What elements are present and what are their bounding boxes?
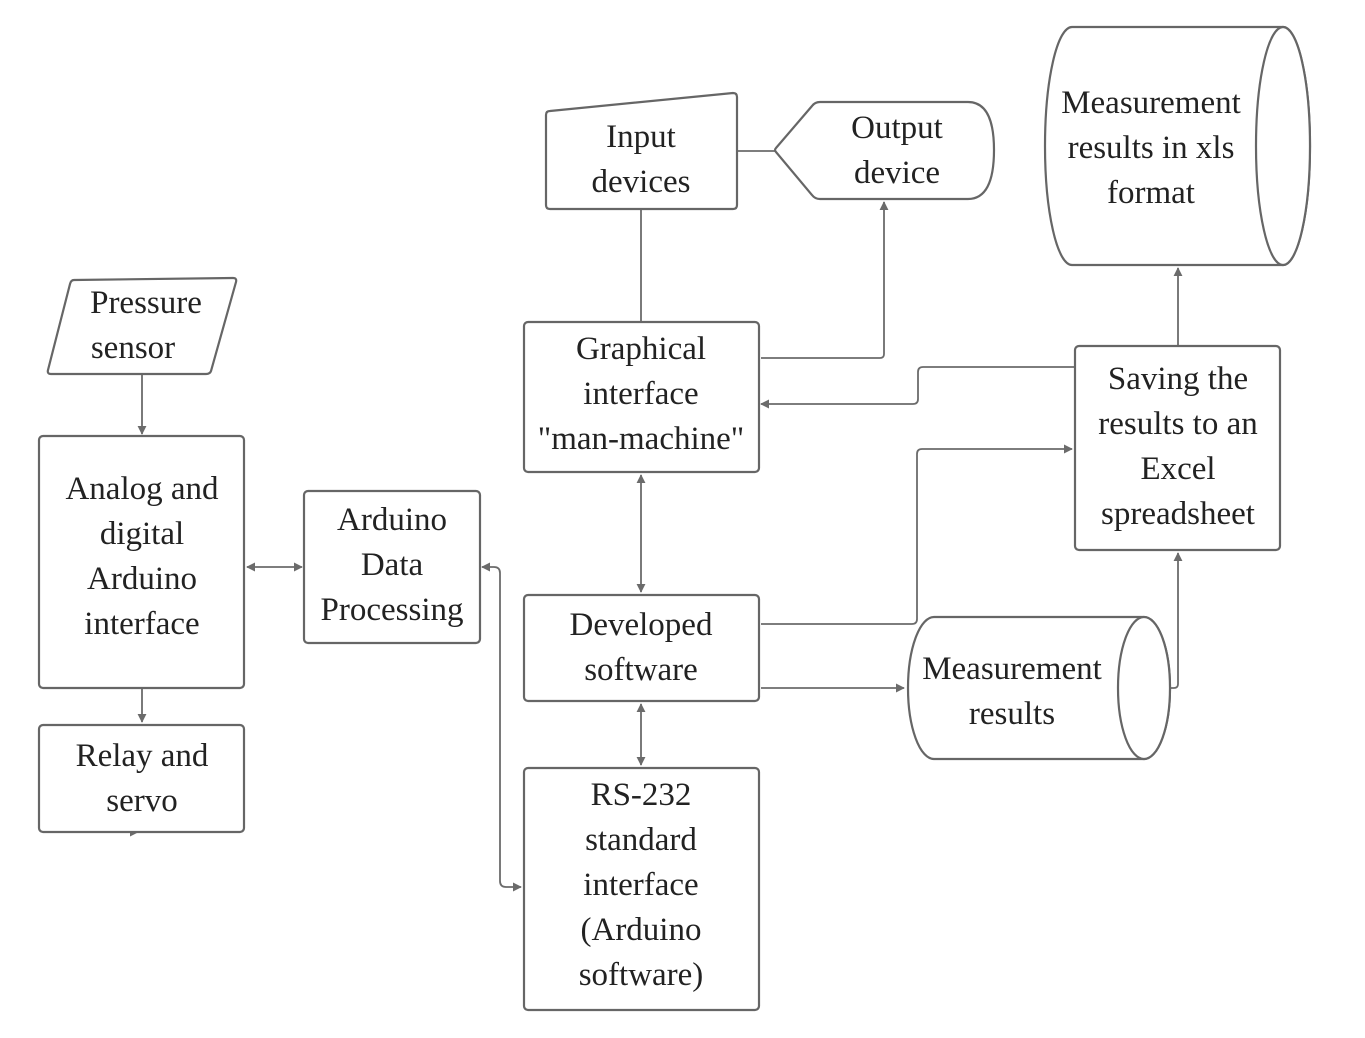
node-label: format — [1107, 175, 1195, 211]
node-arduino-data-processing: Arduino Data Processing — [302, 489, 482, 645]
node-label: (Arduino — [581, 912, 702, 948]
node-label: results — [969, 696, 1055, 732]
node-label: sensor — [91, 330, 175, 366]
node-label: results to an — [1098, 406, 1257, 442]
node-developed-software: Developed software — [522, 593, 761, 703]
node-label: Graphical — [576, 331, 706, 367]
node-label: RS-232 — [591, 777, 692, 813]
node-label: Saving the — [1108, 361, 1248, 397]
node-label: results in xls — [1068, 130, 1235, 166]
node-label: interface — [84, 606, 199, 642]
edge-saving-to-graphical — [760, 366, 1074, 409]
node-label: Arduino — [337, 502, 447, 538]
node-label: Measurement — [922, 651, 1102, 687]
edge-rs232-processing — [481, 562, 522, 892]
node-label: Relay and — [76, 738, 209, 774]
node-label: software) — [579, 957, 704, 993]
node-input-devices: Input devices — [544, 91, 739, 211]
node-label: Pressure — [90, 285, 202, 321]
node-output-device: Output device — [773, 100, 996, 201]
node-label: "man-machine" — [538, 421, 745, 457]
node-label: Arduino — [87, 561, 197, 597]
node-label: Processing — [321, 592, 464, 628]
node-label: servo — [106, 783, 177, 819]
node-label: Analog and — [65, 471, 219, 507]
node-analog-digital-interface: Analog and digital Arduino interface — [37, 434, 246, 690]
node-rs232-interface: RS-232 standard interface (Arduino softw… — [522, 766, 761, 1012]
node-results-xls: Measurement results in xls format — [1043, 25, 1312, 267]
node-graphical-interface: Graphical interface "man-machine" — [522, 320, 761, 474]
edges — [120, 150, 1183, 892]
edge-software-to-saving — [761, 444, 1073, 625]
node-label: Excel — [1140, 451, 1215, 487]
node-label: software — [584, 652, 698, 688]
node-label: spreadsheet — [1101, 496, 1255, 532]
node-label: interface — [583, 376, 698, 412]
node-label: Output — [851, 110, 943, 146]
node-label: Measurement — [1061, 85, 1241, 121]
node-label: Developed — [570, 607, 713, 643]
node-measurement-results: Measurement results — [906, 615, 1172, 761]
node-relay-servo: Relay and servo — [37, 723, 246, 834]
edge-graphical-to-output — [761, 201, 889, 359]
node-saving-excel: Saving the results to an Excel spreadshe… — [1073, 344, 1282, 552]
node-pressure-sensor: Pressure sensor — [46, 276, 238, 376]
edge-measurement-to-saving — [1170, 552, 1183, 689]
node-label: digital — [100, 516, 184, 552]
node-label: devices — [592, 164, 691, 200]
node-label: standard — [585, 822, 697, 858]
node-label: Data — [361, 547, 424, 583]
node-label: device — [854, 155, 940, 191]
node-label: Input — [606, 119, 676, 155]
node-label: interface — [583, 867, 698, 903]
